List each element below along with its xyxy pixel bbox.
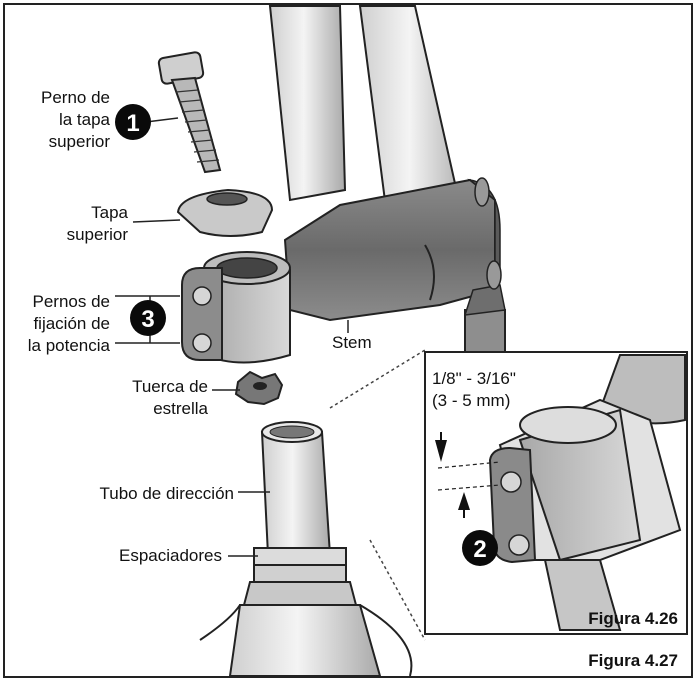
label-top-bolt-2: la tapa [59,110,111,129]
svg-text:3: 3 [141,306,154,333]
stem [181,177,506,366]
callout-3: 3 [130,300,166,336]
figure-label-inset: Figura 4.26 [588,609,678,628]
callout-2: 2 [462,530,498,566]
label-nut-1: Tuerca de [132,377,208,396]
label-steerer: Tubo de dirección [99,484,234,503]
figure-label-main: Figura 4.27 [588,651,678,670]
label-nut-2: estrella [153,399,208,418]
label-top-bolt-3: superior [49,132,111,151]
head-tube-frame [199,604,413,677]
label-clamp-2: fijación de [33,314,110,333]
label-gap-2: (3 - 5 mm) [432,391,510,410]
label-top-cap-1: Tapa [91,203,128,222]
inset-connector [329,349,426,409]
label-clamp-3: la potencia [28,336,111,355]
star-nut [234,370,284,406]
label-top-bolt-1: Perno de [41,88,110,107]
inset-figure [424,351,688,635]
label-stem: Stem [332,333,372,352]
label-gap-1: 1/8" - 3/16" [432,369,516,388]
svg-text:2: 2 [473,536,486,563]
callout-1: 1 [115,104,151,140]
inset-connector-lower [369,539,426,641]
label-spacers: Espaciadores [119,546,222,565]
top-cap-bolt [157,51,222,174]
spacers [242,547,358,606]
label-clamp-1: Pernos de [33,292,111,311]
svg-text:1: 1 [126,110,139,137]
label-top-cap-2: superior [67,225,129,244]
top-cap [176,188,274,237]
steerer-tube [260,421,332,556]
